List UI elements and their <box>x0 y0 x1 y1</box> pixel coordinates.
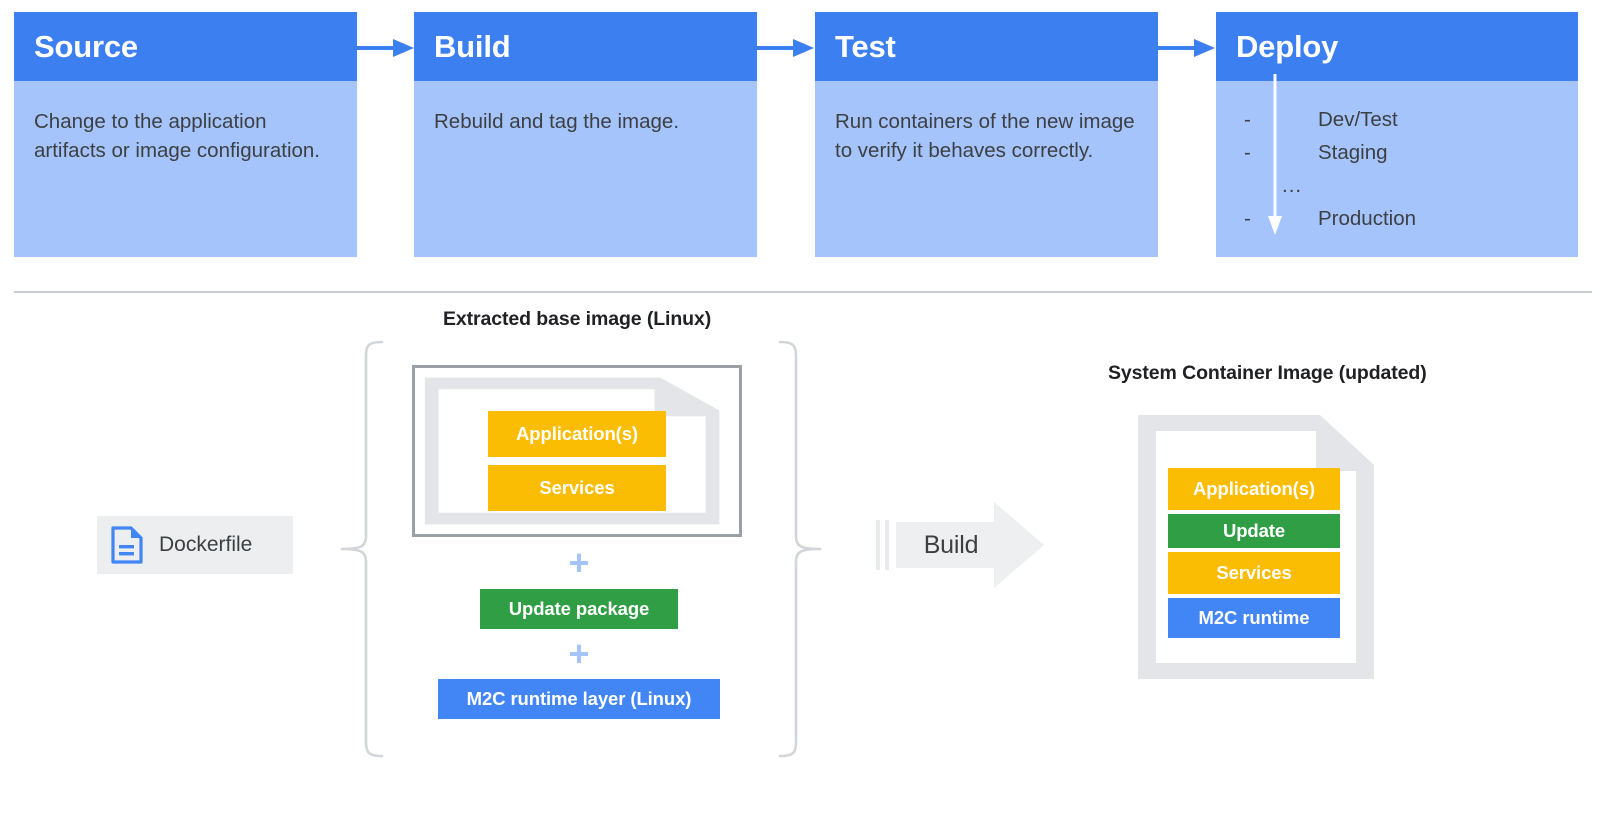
stage-body: Run containers of the new image to verif… <box>835 110 1135 163</box>
stage-title: Deploy <box>1236 29 1339 64</box>
arrow-right-icon <box>757 39 814 57</box>
arrow-right-icon <box>1158 39 1215 57</box>
plus-icon: + <box>568 633 590 674</box>
arrow-down-icon <box>1268 74 1282 235</box>
layer-label: M2C runtime <box>1198 607 1310 628</box>
list-dash: - <box>1244 141 1251 164</box>
layer-label: Update package <box>508 598 650 619</box>
list-item-label: Dev/Test <box>1318 108 1398 131</box>
stage-body: Change to the application artifacts or i… <box>34 110 320 163</box>
stage-header-build: Build <box>414 12 757 81</box>
dockerfile-chip[interactable]: Dockerfile <box>97 516 293 574</box>
layer-m2c-runtime: M2C runtime <box>1168 598 1340 638</box>
layer-application: Application(s) <box>1168 468 1340 510</box>
layer-update: Update <box>1168 514 1340 548</box>
stage-card-source: Source Change to the application artifac… <box>14 12 357 257</box>
image-build-diagram-section: Extracted base image (Linux) System Cont… <box>0 292 1606 822</box>
stage-title: Source <box>34 29 138 64</box>
build-arrow-label: Build <box>923 530 979 559</box>
layer-update-package: Update package <box>480 589 678 629</box>
stage-card-build: Build Rebuild and tag the image. <box>414 12 757 257</box>
list-item: - Staging <box>1216 141 1578 176</box>
plus-icon: + <box>568 542 590 583</box>
layer-m2c-runtime: M2C runtime layer (Linux) <box>438 679 720 719</box>
layer-label: Services <box>539 477 615 498</box>
layer-services: Services <box>1168 552 1340 594</box>
layer-label: M2C runtime layer (Linux) <box>466 688 692 709</box>
arrow-right-block-icon <box>876 502 1044 588</box>
curly-brace-icon <box>340 340 384 758</box>
section-divider <box>14 291 1592 293</box>
layer-services: Services <box>488 465 666 511</box>
list-item-label: ... <box>1282 174 1303 197</box>
layer-label: Application(s) <box>1193 478 1315 499</box>
list-dash: - <box>1244 207 1251 230</box>
arrow-right-icon <box>357 39 414 57</box>
stage-header-deploy: Deploy <box>1216 12 1578 81</box>
stage-title: Build <box>434 29 511 64</box>
layer-application: Application(s) <box>488 411 666 457</box>
list-item: - Dev/Test <box>1216 108 1578 143</box>
file-document-icon <box>111 526 143 564</box>
cicd-pipeline-section: Source Change to the application artifac… <box>0 0 1606 292</box>
system-image-caption: System Container Image (updated) <box>1108 362 1427 384</box>
list-item: - Production <box>1216 207 1578 242</box>
list-item-label: Staging <box>1318 141 1388 164</box>
list-dash: - <box>1244 108 1251 131</box>
deploy-environment-list: - Dev/Test - Staging ... - Production <box>1216 108 1578 242</box>
stage-header-test: Test <box>815 12 1158 81</box>
stage-header-source: Source <box>14 12 357 81</box>
layer-label: Services <box>1216 562 1292 583</box>
dockerfile-label: Dockerfile <box>159 533 253 556</box>
stage-card-test: Test Run containers of the new image to … <box>815 12 1158 257</box>
curly-brace-icon <box>778 340 822 758</box>
list-item-ellipsis: ... <box>1216 174 1578 209</box>
base-image-caption: Extracted base image (Linux) <box>443 308 712 330</box>
layer-label: Application(s) <box>516 423 638 444</box>
list-item-label: Production <box>1318 207 1417 230</box>
layer-label: Update <box>1222 520 1286 541</box>
stage-title: Test <box>835 29 896 64</box>
stage-body: Rebuild and tag the image. <box>434 110 680 133</box>
